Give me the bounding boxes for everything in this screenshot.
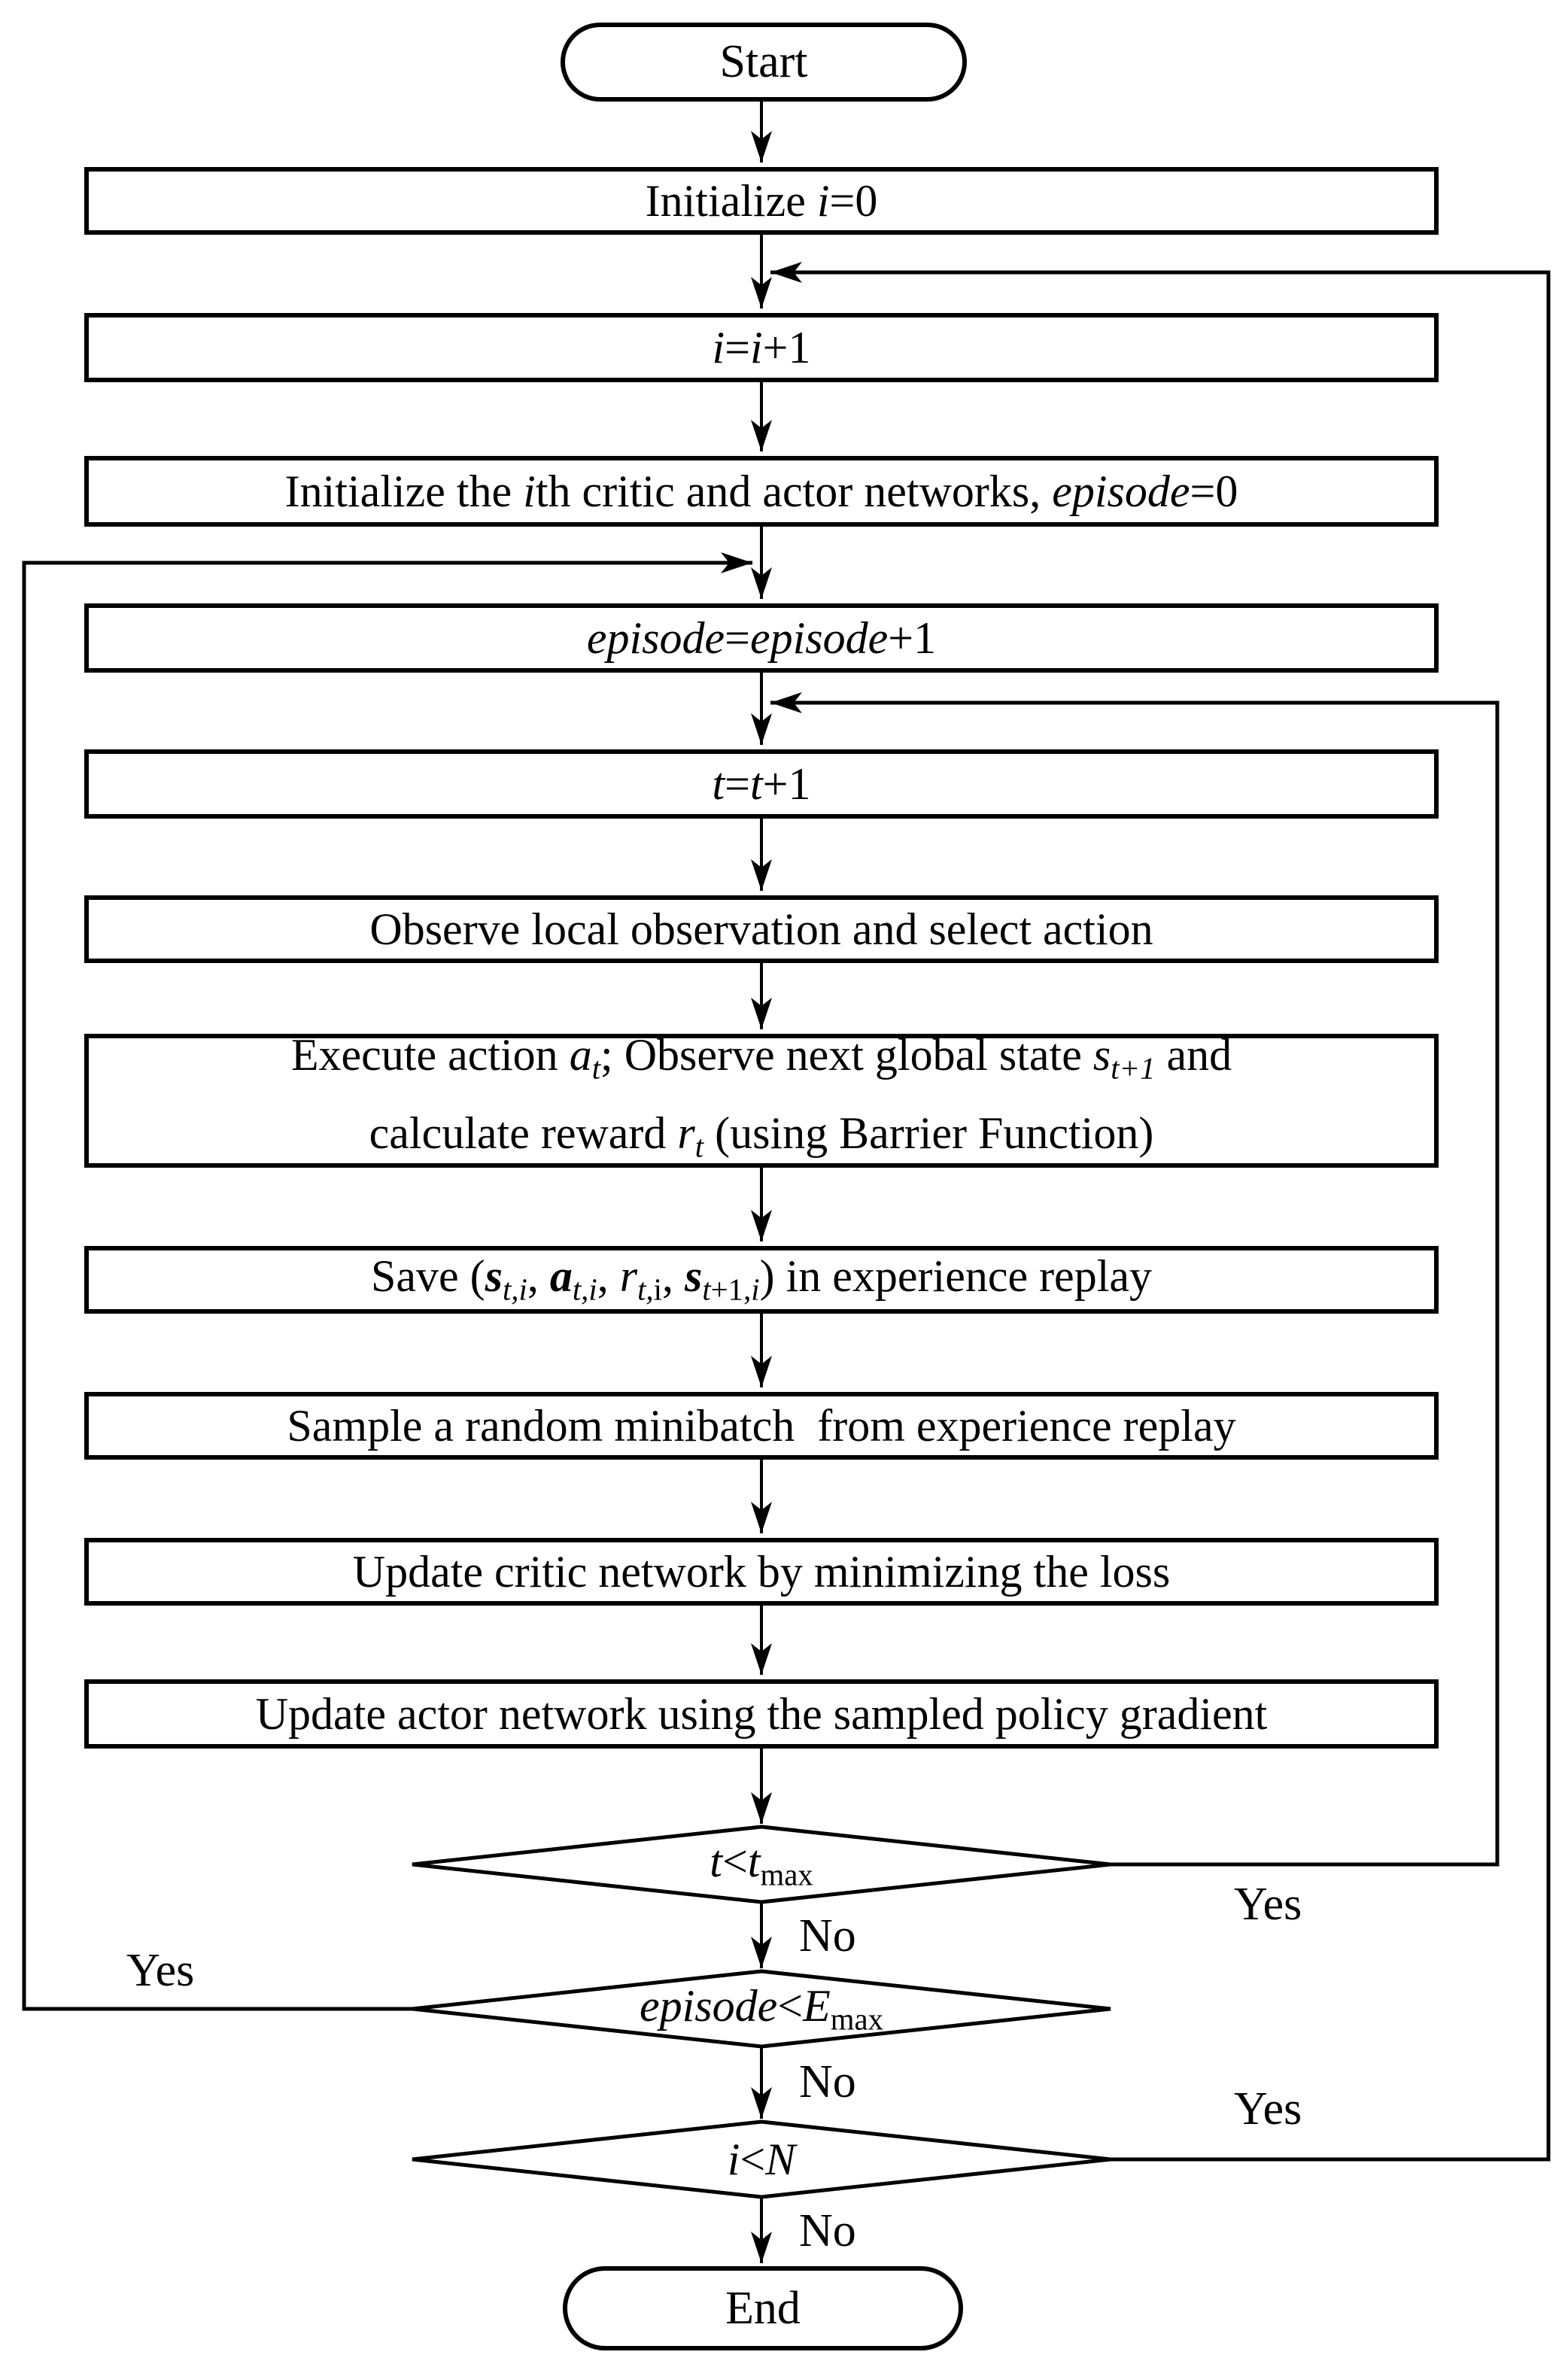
- process-increment-episode: episode=episode+1: [84, 603, 1439, 673]
- process-increment-i: i=i+1: [84, 313, 1439, 382]
- end-label: End: [725, 2282, 801, 2334]
- process-sample-minibatch: Sample a random minibatch from experienc…: [84, 1392, 1439, 1460]
- process-sample-minibatch-label: Sample a random minibatch from experienc…: [287, 1401, 1236, 1451]
- decision-i-n-text: i<N: [727, 2134, 796, 2184]
- process-observe: Observe local observation and select act…: [84, 895, 1439, 963]
- start-terminator: Start: [561, 23, 967, 102]
- process-increment-i-label: i=i+1: [712, 323, 811, 372]
- start-label: Start: [719, 36, 808, 87]
- process-initialize-networks: Initialize the ith critic and actor netw…: [84, 456, 1439, 527]
- process-save-experience: Save (st,i, at,i, rt,i, st+1,i) in exper…: [84, 1246, 1439, 1314]
- label-no-in: No: [799, 2205, 856, 2256]
- label-yes-emax: Yes: [126, 1945, 195, 1996]
- label-no-emax: No: [799, 2056, 856, 2107]
- decision-t-max-shape: [412, 1825, 1111, 1904]
- edge-tmax-yes-loop: [770, 692, 1500, 1867]
- decision-episode-max-label: episode<Emax: [412, 1971, 1111, 2046]
- process-execute-action: Execute action at; Observe next global s…: [84, 1030, 1439, 1168]
- process-update-actor: Update actor network using the sampled p…: [84, 1679, 1439, 1749]
- edge-emax-yes-loop: [22, 552, 752, 2011]
- decision-t-max-text: t<tmax: [710, 1837, 813, 1892]
- process-update-critic-label: Update critic network by minimizing the …: [352, 1547, 1171, 1597]
- process-update-critic: Update critic network by minimizing the …: [84, 1538, 1439, 1606]
- edge-in-yes-loop: [770, 262, 1551, 2162]
- decision-i-n-shape: [412, 2119, 1111, 2199]
- process-execute-action-label: Execute action at; Observe next global s…: [290, 1029, 1232, 1164]
- decision-episode-max-text: episode<Emax: [639, 1981, 884, 2037]
- process-increment-episode-label: episode=episode+1: [586, 613, 937, 663]
- decision-i-n-label: i<N: [412, 2122, 1111, 2197]
- process-initialize-i-label: Initialize i=0: [645, 176, 878, 226]
- process-save-experience-label: Save (st,i, at,i, rt,i, st+1,i) in exper…: [370, 1251, 1152, 1307]
- decision-episode-max-shape: [412, 1969, 1111, 2049]
- label-yes-in: Yes: [1234, 2083, 1302, 2135]
- decision-t-max-label: t<tmax: [412, 1827, 1111, 1902]
- process-initialize-i: Initialize i=0: [84, 167, 1439, 235]
- process-increment-t-label: t=t+1: [712, 759, 811, 809]
- end-terminator: End: [563, 2266, 963, 2350]
- process-increment-t: t=t+1: [84, 749, 1439, 819]
- label-yes-tmax: Yes: [1234, 1879, 1302, 1930]
- process-update-actor-label: Update actor network using the sampled p…: [255, 1689, 1268, 1739]
- label-no-tmax: No: [799, 1910, 856, 1961]
- process-initialize-networks-label: Initialize the ith critic and actor netw…: [284, 466, 1238, 516]
- process-observe-label: Observe local observation and select act…: [369, 904, 1153, 954]
